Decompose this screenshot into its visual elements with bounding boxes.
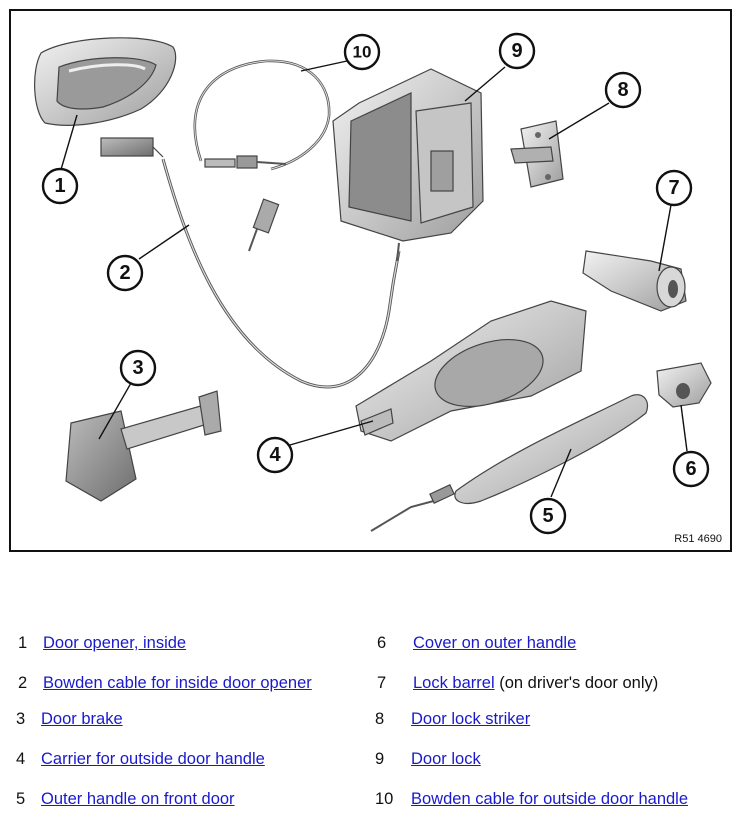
legend-link-outer-handle-front-door[interactable]: Outer handle on front door [41, 790, 235, 808]
legend-number: 5 [16, 790, 26, 808]
legend-item-9: 9 Door lock [375, 750, 481, 769]
legend-item-3: 3 Door brake [16, 710, 123, 729]
callout-number: 7 [668, 177, 679, 199]
leader-line [300, 60, 348, 72]
leader-line [680, 404, 688, 452]
legend-number: 3 [16, 710, 26, 728]
leader-line [550, 448, 572, 498]
part-outer-handle-front-door [370, 394, 649, 532]
legend-link-door-brake[interactable]: Door brake [41, 710, 123, 728]
legend-item-5: 5 Outer handle on front door [16, 790, 235, 809]
legend-number: 7 [377, 674, 387, 692]
callout-number: 6 [685, 458, 696, 480]
callout-number: 9 [511, 40, 522, 62]
exploded-parts-diagram: 1 2 3 4 5 6 7 8 9 10 R51 4690 [9, 9, 732, 552]
legend-number: 4 [16, 750, 26, 768]
part-lock-barrel [582, 250, 687, 312]
legend-link-bowden-cable-inside[interactable]: Bowden cable for inside door opener [43, 674, 312, 692]
legend-item-4: 4 Carrier for outside door handle [16, 750, 265, 769]
callout-number: 8 [617, 79, 628, 101]
callout-10: 10 [343, 33, 381, 71]
leader-line [98, 382, 132, 440]
part-cover-outer-handle [656, 362, 712, 408]
legend-item-6: 6 Cover on outer handle [377, 634, 576, 653]
leader-line [658, 204, 672, 272]
legend-number: 2 [18, 674, 28, 692]
part-door-lock-striker [510, 120, 564, 188]
callout-2: 2 [106, 254, 144, 292]
callout-number: 3 [132, 357, 143, 379]
legend-number: 10 [375, 790, 394, 808]
callout-number: 4 [269, 444, 281, 466]
legend-item-8: 8 Door lock striker [375, 710, 530, 729]
callout-4: 4 [256, 436, 294, 474]
part-door-opener-inside [34, 37, 177, 126]
callout-8: 8 [604, 71, 642, 109]
diagram-reference-code: R51 4690 [674, 533, 722, 545]
legend-number: 1 [18, 634, 28, 652]
legend-link-door-lock-striker[interactable]: Door lock striker [411, 710, 531, 728]
part-door-brake [65, 390, 222, 502]
legend-link-door-lock[interactable]: Door lock [411, 750, 481, 768]
part-bowden-cable-inside [100, 137, 401, 389]
part-door-lock [332, 68, 484, 262]
legend-link-bowden-cable-outside[interactable]: Bowden cable for outside door handle [411, 790, 689, 808]
legend-note: (on driver's door only) [494, 674, 659, 692]
legend-item-10: 10 Bowden cable for outside door handle [375, 790, 688, 809]
callout-9: 9 [498, 32, 536, 70]
callout-1: 1 [41, 167, 79, 205]
leader-line [59, 114, 78, 174]
callout-6: 6 [672, 450, 710, 488]
legend-item-7: 7 Lock barrel (on driver's door only) [377, 674, 658, 693]
leader-line [464, 66, 506, 102]
legend-number: 6 [377, 634, 387, 652]
leader-line [138, 224, 190, 260]
leader-line [548, 102, 610, 140]
leader-line [282, 420, 374, 448]
callout-number: 2 [119, 262, 130, 284]
legend-link-lock-barrel[interactable]: Lock barrel [413, 674, 495, 692]
legend-item-1: 1 Door opener, inside [18, 634, 186, 653]
legend-number: 8 [375, 710, 385, 728]
callout-7: 7 [655, 169, 693, 207]
part-carrier-outside-handle [355, 300, 587, 442]
callout-number: 10 [353, 43, 372, 62]
legend-link-carrier-outside-handle[interactable]: Carrier for outside door handle [41, 750, 265, 768]
callout-number: 5 [542, 505, 553, 527]
part-bowden-cable-outside [193, 59, 331, 252]
callout-5: 5 [529, 497, 567, 535]
legend-item-2: 2 Bowden cable for inside door opener [18, 674, 312, 693]
callout-3: 3 [119, 349, 157, 387]
parts-illustration: 1 2 3 4 5 6 7 8 9 10 [34, 32, 712, 535]
legend-link-cover-outer-handle[interactable]: Cover on outer handle [413, 634, 577, 652]
callout-number: 1 [54, 175, 65, 197]
legend-link-door-opener-inside[interactable]: Door opener, inside [43, 634, 187, 652]
legend-number: 9 [375, 750, 385, 768]
